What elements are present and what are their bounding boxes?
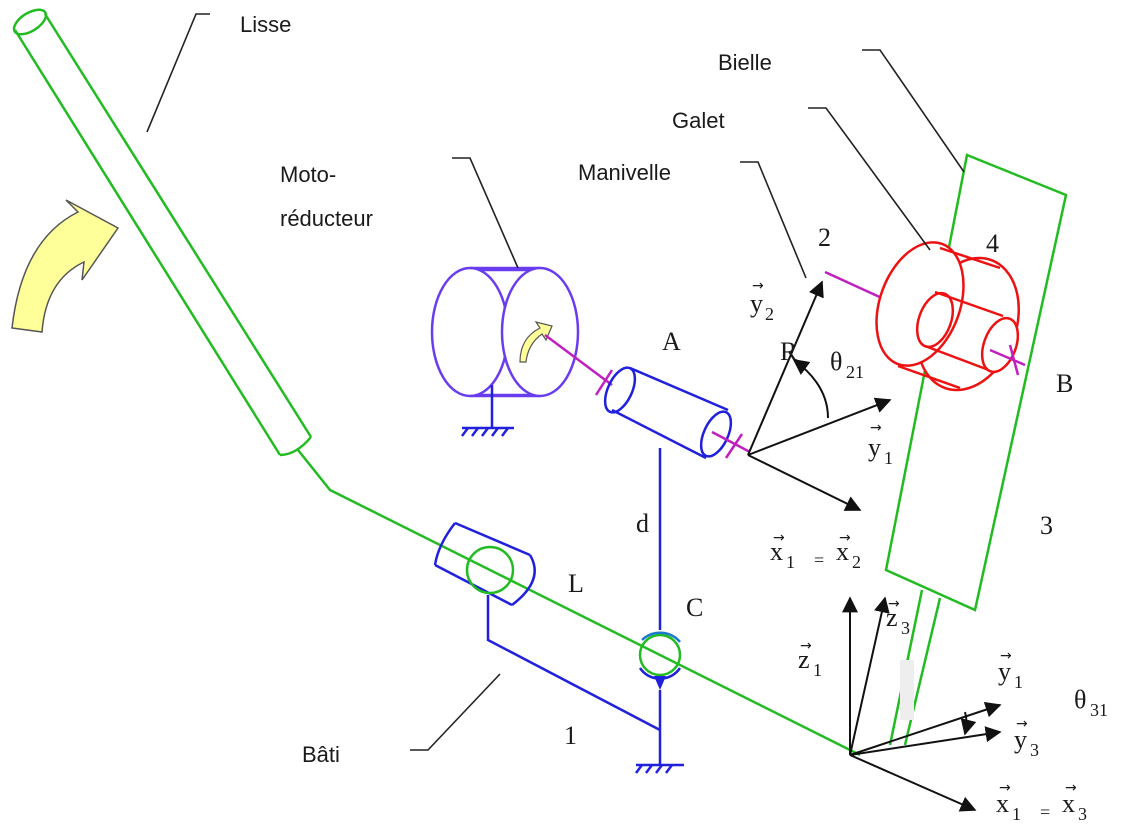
vector-x1-eq-x3: → x 1 = → x 3: [996, 780, 1087, 824]
part-2: 2: [818, 223, 831, 252]
svg-text:→: →: [839, 530, 851, 546]
svg-text:z: z: [886, 603, 898, 632]
bearing-L: [433, 521, 661, 732]
svg-text:θ: θ: [1074, 685, 1086, 714]
svg-text:3: 3: [901, 618, 910, 638]
svg-text:3: 3: [1078, 804, 1087, 824]
point-C: C: [686, 593, 703, 622]
svg-text:→: →: [870, 420, 882, 436]
svg-text:z: z: [798, 645, 810, 674]
label-moto: Moto-: [280, 162, 336, 187]
angle-theta21: θ 21: [830, 347, 864, 382]
svg-text:θ: θ: [830, 347, 842, 376]
vector-z1: → z 1: [798, 638, 822, 680]
svg-text:1: 1: [813, 660, 822, 680]
vector-y3: → y 3: [1014, 716, 1039, 760]
svg-text:31: 31: [1090, 700, 1108, 720]
svg-text:1: 1: [786, 552, 795, 572]
galet-roller: [875, 241, 1026, 392]
label-lisse: Lisse: [240, 12, 291, 37]
svg-text:1: 1: [1014, 672, 1023, 692]
ground-symbol-motor: [461, 426, 514, 437]
svg-text:y: y: [1014, 725, 1027, 754]
svg-text:→: →: [773, 530, 785, 546]
bielle-rod: [888, 589, 942, 746]
angle-theta31: θ 31: [1074, 685, 1108, 720]
motor-rotation-arrow-icon: [519, 321, 553, 363]
svg-text:→: →: [800, 638, 812, 654]
svg-text:=: =: [1040, 802, 1050, 822]
svg-text:→: →: [1000, 648, 1012, 664]
svg-text:y: y: [750, 289, 763, 318]
vector-y1-top: → y 1: [868, 420, 893, 468]
svg-text:y: y: [868, 433, 881, 462]
svg-text:=: =: [814, 550, 824, 570]
vector-z3: → z 3: [886, 596, 910, 638]
label-bielle: Bielle: [718, 50, 772, 75]
svg-text:→: →: [752, 278, 764, 294]
part-1: 1: [564, 721, 577, 750]
part-4: 4: [986, 229, 999, 258]
joint-C: [635, 631, 684, 774]
leader-lines: [146, 13, 965, 751]
svg-text:x: x: [770, 537, 783, 566]
svg-text:2: 2: [852, 552, 861, 572]
svg-text:1: 1: [884, 448, 893, 468]
vector-y2: → y 2: [750, 278, 774, 324]
label-bati: Bâti: [302, 742, 340, 767]
label-reducteur: réducteur: [280, 206, 373, 231]
part-3: 3: [1040, 511, 1053, 540]
label-d: d: [636, 509, 649, 538]
svg-text:y: y: [998, 657, 1011, 686]
svg-text:→: →: [999, 780, 1011, 796]
bearing-A: [603, 366, 733, 630]
svg-text:1: 1: [1012, 804, 1021, 824]
vector-x1-eq-x2: → x 1 = → x 2: [770, 530, 861, 572]
motoreducteur: [430, 266, 580, 428]
point-B: B: [1056, 369, 1073, 398]
label-galet: Galet: [672, 108, 725, 133]
svg-text:21: 21: [846, 362, 864, 382]
vector-y1-bottom: → y 1: [998, 648, 1023, 692]
svg-text:x: x: [996, 789, 1009, 818]
svg-text:3: 3: [1030, 740, 1039, 760]
label-R: R: [780, 337, 798, 366]
label-manivelle: Manivelle: [578, 160, 671, 185]
frame-vectors-bottom: [842, 596, 1002, 812]
point-A: A: [662, 327, 681, 356]
svg-text:→: →: [888, 596, 900, 612]
svg-text:x: x: [836, 537, 849, 566]
svg-text:→: →: [1016, 716, 1028, 732]
rotation-arrow-icon: [11, 199, 120, 333]
lisse-boom: [12, 8, 861, 757]
svg-text:2: 2: [765, 304, 774, 324]
svg-text:→: →: [1065, 780, 1077, 796]
bielle-body: [884, 153, 1068, 612]
point-L: L: [568, 569, 584, 598]
svg-text:x: x: [1062, 789, 1075, 818]
